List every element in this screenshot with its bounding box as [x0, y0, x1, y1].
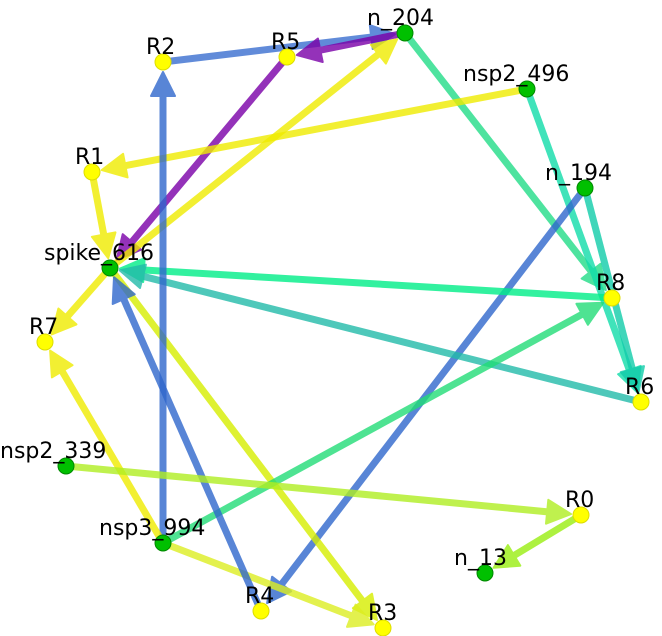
node-label-R7: R7 — [29, 315, 58, 340]
edge-line — [581, 187, 637, 372]
edge-line — [65, 462, 550, 516]
edge-line — [107, 265, 367, 605]
node-n_204 — [396, 24, 414, 42]
edge-line — [162, 33, 374, 66]
edge-line — [277, 185, 588, 588]
node-label-R3: R3 — [368, 601, 397, 626]
arrowhead — [118, 263, 147, 289]
arrowhead — [100, 152, 129, 179]
node-R5 — [278, 48, 296, 66]
edge-n_204-to-R5 — [295, 29, 406, 63]
edge-nsp3_994-to-R3 — [161, 539, 375, 628]
node-spike_616 — [101, 259, 119, 277]
edge-nsp2_496-to-R1 — [100, 85, 528, 179]
arrowhead — [111, 276, 136, 305]
edge-line — [141, 266, 613, 302]
node-n_194 — [576, 179, 594, 197]
arrowhead — [50, 307, 78, 336]
arrowhead — [49, 349, 74, 379]
edge-line — [317, 29, 406, 55]
edge-R5-to-spike_616 — [115, 54, 290, 262]
arrowhead — [575, 301, 605, 326]
node-n_13 — [476, 564, 494, 582]
edge-nsp3_994-to-R2 — [150, 71, 176, 543]
node-label-R6: R6 — [625, 375, 654, 400]
node-R1 — [83, 163, 101, 181]
node-R2 — [154, 53, 172, 71]
node-R0 — [572, 506, 590, 524]
node-nsp2_339 — [57, 457, 75, 475]
edge-layer — [49, 24, 645, 628]
arrowhead — [346, 603, 375, 628]
edge-line — [107, 50, 383, 271]
edge-line — [140, 272, 642, 406]
node-label-nsp2_496: nsp2_496 — [463, 62, 569, 87]
node-R7 — [36, 333, 54, 351]
edge-line — [161, 539, 355, 620]
edge-R4-to-spike_616 — [111, 276, 265, 613]
node-R3 — [374, 619, 392, 636]
node-label-R0: R0 — [565, 488, 594, 513]
node-label-R4: R4 — [245, 584, 274, 609]
node-label-nsp2_339: nsp2_339 — [0, 439, 106, 464]
arrowhead — [295, 37, 324, 63]
node-R8 — [603, 289, 621, 307]
node-label-n_204: n_204 — [367, 6, 434, 31]
edge-nsp2_339-to-R0 — [65, 462, 572, 525]
edge-line — [161, 310, 586, 547]
edge-line — [63, 265, 113, 321]
edge-spike_616-to-n_204 — [107, 38, 399, 271]
node-label-n_194: n_194 — [545, 161, 612, 186]
edge-spike_616-to-R7 — [50, 265, 113, 336]
arrowhead — [545, 498, 572, 525]
node-label-n_13: n_13 — [454, 546, 507, 571]
node-nsp2_496 — [518, 80, 536, 98]
arrowhead — [619, 365, 645, 394]
edge-line — [510, 512, 583, 560]
edge-nsp3_994-to-R7 — [49, 349, 167, 545]
edge-line — [523, 87, 634, 374]
edge-line — [58, 367, 167, 545]
node-R4 — [252, 602, 270, 620]
node-label-R5: R5 — [271, 30, 300, 55]
node-nsp3_994 — [154, 534, 172, 552]
edge-line — [402, 30, 596, 275]
arrowhead — [369, 38, 399, 65]
node-label-R8: R8 — [596, 271, 625, 296]
edge-n_194-to-R6 — [581, 187, 645, 394]
edge-line — [88, 171, 108, 238]
arrowhead — [492, 544, 522, 569]
node-label-nsp3_994: nsp3_994 — [99, 516, 205, 541]
edge-nsp3_994-to-R8 — [161, 301, 605, 547]
node-label-R1: R1 — [75, 145, 104, 170]
node-R6 — [632, 393, 650, 411]
node-label-R2: R2 — [146, 35, 175, 60]
edge-R1-to-spike_616 — [88, 171, 117, 260]
arrowhead — [90, 231, 117, 260]
edge-line — [122, 85, 528, 170]
edge-R0-to-n_13 — [492, 512, 583, 569]
arrowhead — [150, 71, 176, 97]
node-label-spike_616: spike_616 — [44, 241, 154, 266]
node-layer — [36, 24, 650, 636]
edge-R6-to-spike_616 — [118, 263, 642, 406]
edge-line — [119, 295, 265, 613]
